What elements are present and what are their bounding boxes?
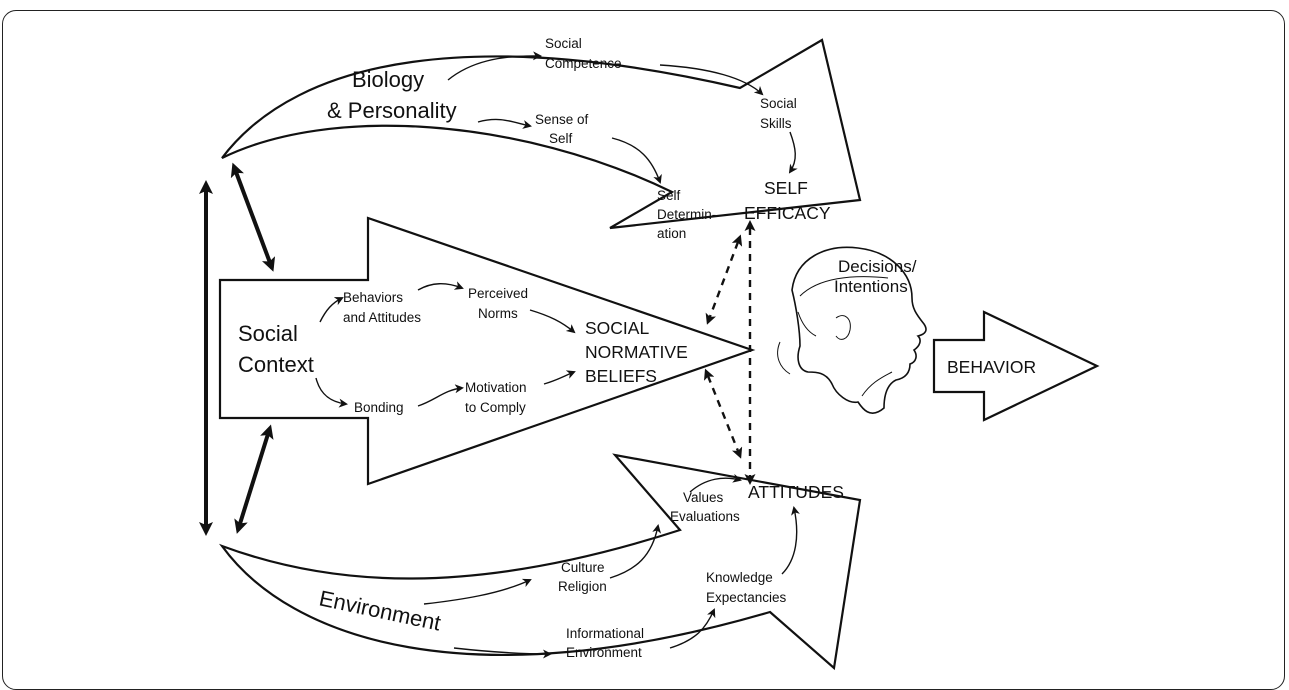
dashed-arrow-efficacy-beliefs [705,234,743,325]
arrow-social-bonding [315,377,348,408]
arrow-environment-informational [453,647,552,659]
node-social-competence: Social Competence [545,36,622,71]
biology-stream-arrow [221,38,862,230]
domain-link-lower-arrow [234,424,274,534]
node-decisions-intentions: Decisions/ Intentions [834,257,921,296]
theory-of-triadic-influence-diagram: Biology & Personality Social Context Env… [199,36,1100,671]
domain-biology-label: Biology & Personality [327,67,457,123]
arrow-informational-knowledge [669,608,716,649]
domain-link-upper-arrow [230,162,276,272]
node-social-normative-beliefs: SOCIAL NORMATIVE BELIEFS [585,318,693,386]
arrow-competence-skills [659,64,764,96]
node-knowledge-expectancies: Knowledge Expectancies [706,570,787,605]
head-illustration [777,246,927,414]
node-sense-of-self: Sense of Self [535,112,592,146]
node-motivation: Motivation to Comply [465,380,530,415]
arrow-environment-culture [423,578,532,605]
arrow-biology-competence [447,51,542,81]
environment-stream-arrow [218,453,862,671]
arrow-norms-beliefs [529,309,576,334]
arrow-social-behaviors [319,297,344,323]
node-self-efficacy: SELF EFFICACY [744,178,831,223]
node-informational-environment: Informational Environment [566,626,648,660]
arrow-skills-efficacy [788,131,798,174]
node-culture-religion: Culture Religion [558,560,608,594]
arrow-bonding-motivation [417,384,464,407]
arrow-values-attitudes [689,473,742,493]
arrow-personality-sense [477,118,532,129]
behavior-arrow [932,310,1100,422]
node-values-evaluations: Values Evaluations [670,490,740,524]
domain-social-label: Social Context [238,321,314,377]
node-social-skills: Social Skills [760,96,801,131]
dashed-arrow-beliefs-attitudes [704,368,743,459]
node-self-determination: Self Determin- ation [657,188,720,241]
node-behaviors-attitudes: Behaviors and Attitudes [343,290,421,325]
node-bonding: Bonding [354,400,404,415]
arrow-culture-values [609,524,662,579]
arrow-behaviors-norms [417,281,464,291]
arrow-sense-determination [611,137,662,184]
social-stream-arrow [218,216,756,486]
node-perceived-norms: Perceived Norms [468,286,532,321]
node-attitudes: ATTITUDES [748,482,844,502]
node-behavior: BEHAVIOR [947,357,1036,377]
arrow-knowledge-attitudes [781,506,800,575]
arrow-motivation-beliefs [543,370,576,385]
